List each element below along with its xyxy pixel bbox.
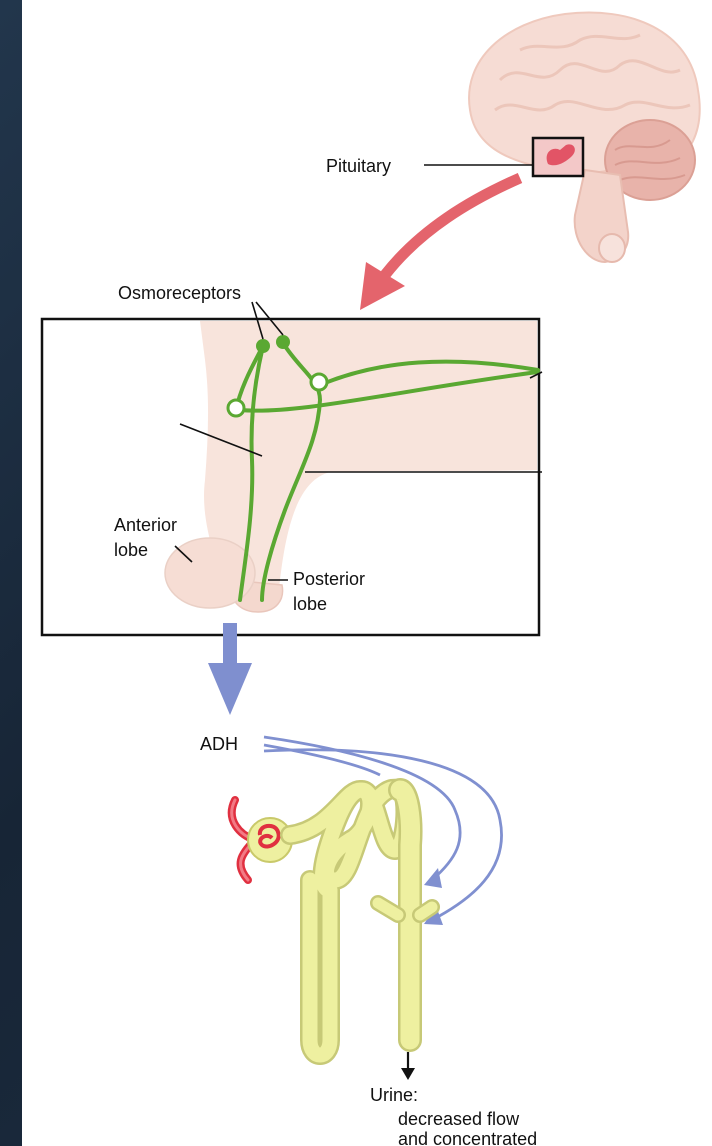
- osmoreceptor-cell-1: [256, 339, 270, 353]
- osmoreceptors-label: Osmoreceptors: [118, 283, 241, 303]
- zoom-arrow: [360, 178, 520, 310]
- synapse-1: [311, 374, 327, 390]
- urine-arrow-head: [401, 1068, 415, 1080]
- anterior-lobe-label-1: Anterior: [114, 515, 177, 535]
- urine-arrow: [401, 1052, 415, 1080]
- pituitary-callout: Pituitary: [326, 138, 583, 176]
- posterior-lobe-label-1: Posterior: [293, 569, 365, 589]
- adh-arrowhead-upper: [424, 868, 442, 888]
- zoom-arrow-shaft: [385, 178, 520, 275]
- pituitary-label: Pituitary: [326, 156, 391, 176]
- urine-concentration-label: and concentrated: [398, 1129, 537, 1146]
- adh-label: ADH: [200, 734, 238, 754]
- renal-tubule-fill: [290, 789, 405, 1055]
- adh-release-arrow-head: [208, 663, 252, 715]
- brain-illustration: [469, 13, 700, 262]
- anterior-lobe-label-2: lobe: [114, 540, 148, 560]
- urine-flow-label: decreased flow: [398, 1109, 520, 1129]
- adh-release-arrow: [208, 623, 252, 715]
- adh-release-arrow-shaft: [223, 623, 237, 665]
- detail-box-group: Osmoreceptors Anterior lobe Posterior lo…: [42, 283, 542, 635]
- zoom-arrow-head: [360, 262, 405, 310]
- synapse-2: [228, 400, 244, 416]
- brainstem-end: [599, 234, 625, 262]
- posterior-lobe-label-2: lobe: [293, 594, 327, 614]
- urine-label: Urine:: [370, 1085, 418, 1105]
- collecting-duct-branch-right-fill: [420, 907, 432, 915]
- osmoreceptor-cell-2: [276, 335, 290, 349]
- nephron: [232, 789, 432, 1055]
